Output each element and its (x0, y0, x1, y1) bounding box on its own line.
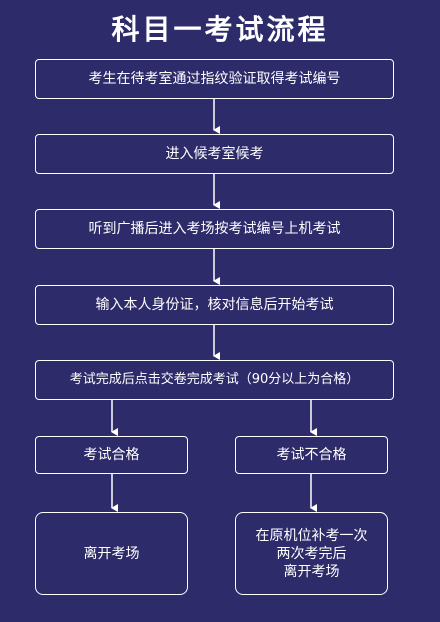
step-1-box: 考生在待考室通过指纹验证取得考试编号 (35, 59, 394, 99)
step-5-box: 考试完成后点击交卷完成考试（90分以上为合格） (35, 360, 394, 400)
page-title: 科目一考试流程 (111, 13, 329, 46)
fail-result-line-3: 离开考场 (283, 563, 340, 580)
step-4-box: 输入本人身份证，核对信息后开始考试 (35, 285, 394, 325)
fail-label: 考试不合格 (276, 447, 347, 463)
pass-result-box: 离开考场 (35, 512, 188, 595)
step-2-box: 进入候考室候考 (35, 134, 394, 174)
step-5-text: 考试完成后点击交卷完成考试（90分以上为合格） (69, 372, 360, 387)
fail-result-text: 在原机位补考一次 两次考完后 离开考场 (256, 527, 368, 581)
fail-result-line-1: 在原机位补考一次 (255, 527, 368, 544)
step-4-text: 输入本人身份证，核对信息后开始考试 (95, 297, 334, 313)
fail-result-box: 在原机位补考一次 两次考完后 离开考场 (235, 512, 388, 595)
pass-label: 考试合格 (83, 447, 140, 463)
fail-box: 考试不合格 (235, 436, 388, 474)
pass-result-text: 离开考场 (83, 545, 140, 562)
step-3-box: 听到广播后进入考场按考试编号上机考试 (35, 209, 394, 249)
pass-box: 考试合格 (35, 436, 188, 474)
step-2-text: 进入候考室候考 (165, 146, 264, 162)
step-1-text: 考生在待考室通过指纹验证取得考试编号 (88, 71, 341, 87)
step-3-text: 听到广播后进入考场按考试编号上机考试 (88, 221, 341, 237)
fail-result-line-2: 两次考完后 (276, 545, 347, 562)
